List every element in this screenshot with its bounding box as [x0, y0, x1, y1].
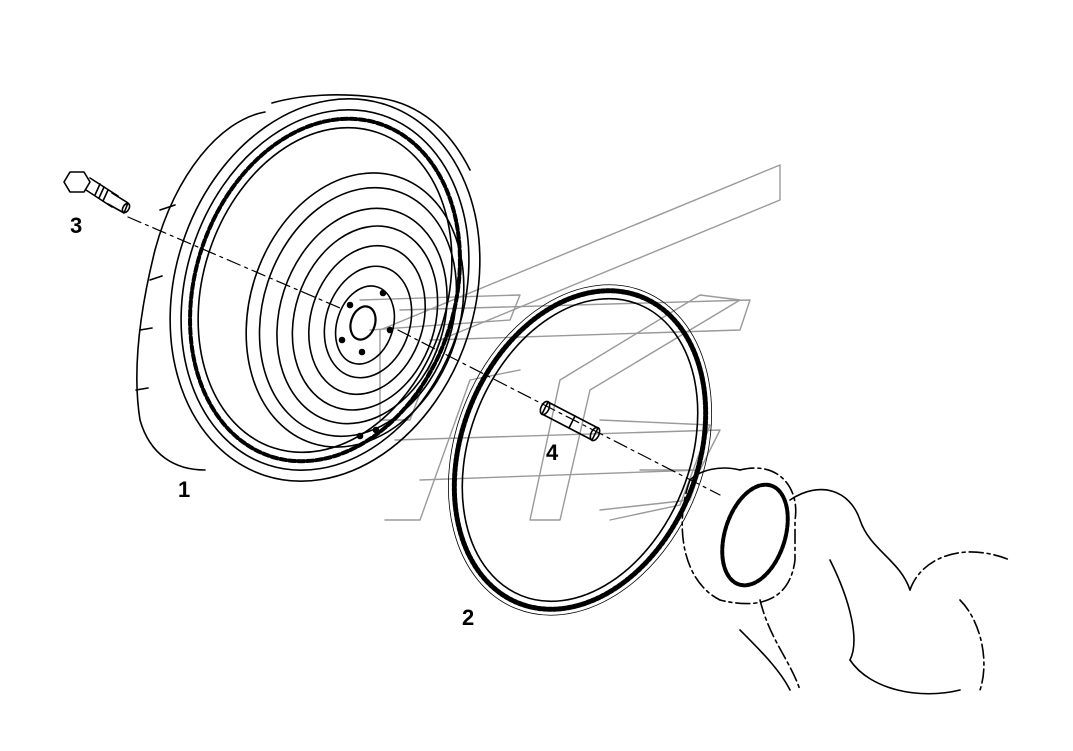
torque-converter	[135, 94, 481, 482]
callout-1: 1	[178, 477, 191, 502]
dowel-pin	[539, 400, 601, 442]
bolt	[63, 171, 131, 214]
callout-3: 3	[70, 213, 83, 238]
ring-gear	[447, 284, 713, 616]
assembly-axis-line	[127, 216, 721, 496]
callout-2: 2	[462, 605, 475, 630]
callout-4: 4	[546, 440, 559, 465]
crankshaft	[681, 467, 1011, 695]
